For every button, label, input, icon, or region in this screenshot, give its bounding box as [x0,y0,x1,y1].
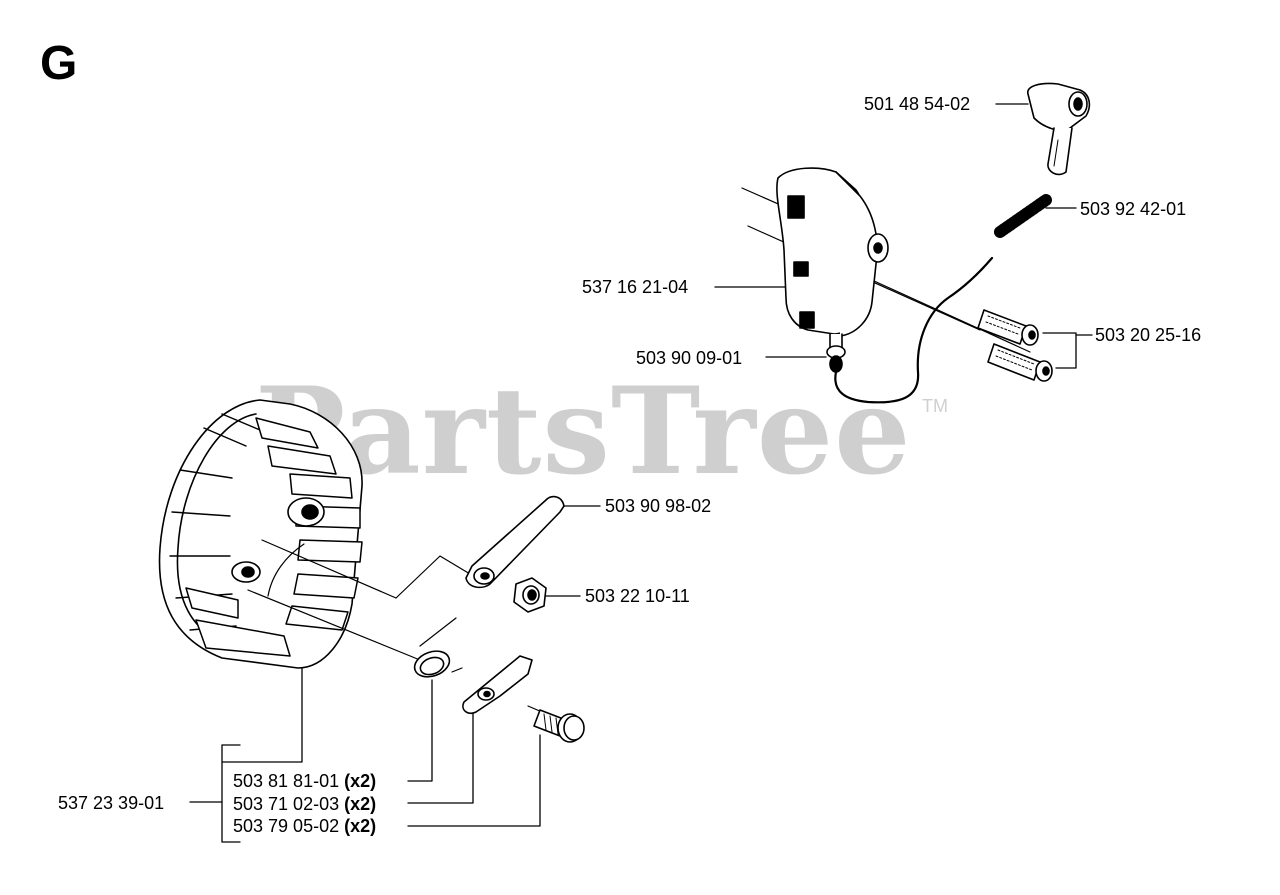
label-stop-arm: 503 90 98-02 [605,496,712,516]
pawl [462,655,533,715]
section-letter: G [40,37,78,90]
label-pawl-spring: 503 81 81-01 (x2) [233,772,376,790]
label-flywheel-assembly: 537 23 39-01 [58,793,165,813]
label-pawl-spring-number: 503 81 81-01 [233,771,340,791]
screw-upper [977,309,1039,346]
leader-pawl-spring [407,679,433,782]
label-screws: 503 20 25-16 [1095,325,1202,345]
pawl-spring [413,617,463,678]
label-boot: 501 48 54-02 [864,94,971,114]
pawl-pin [527,705,585,743]
trademark-mark: TM [922,396,948,416]
leader-screws [1042,332,1077,369]
label-pawl-pin: 503 79 05-02 (x2) [233,817,376,835]
label-pawl-pin-number: 503 79 05-02 [233,816,340,836]
leader-pawl-pin [407,734,541,827]
flywheel [158,399,471,669]
ignition-module [741,167,1031,373]
label-wire-terminal: 503 90 09-01 [636,348,743,368]
coil-spring [994,194,1052,238]
label-ignition-module: 537 16 21-04 [582,277,689,297]
flywheel-fins [185,417,363,657]
label-spring: 503 92 42-01 [1080,199,1187,219]
leader-flywheel [221,664,303,763]
leader-group-bracket [221,744,241,843]
label-pawl: 503 71 02-03 (x2) [233,795,376,813]
leader-lines [189,103,1093,843]
label-pawl-qty: (x2) [344,794,377,814]
spark-plug-boot [1027,82,1091,176]
label-nut: 503 22 10-11 [585,586,690,606]
label-pawl-spring-qty: (x2) [344,771,377,791]
hex-nut [513,577,547,613]
label-pawl-number: 503 71 02-03 [233,794,340,814]
leader-pawl [407,695,474,804]
watermark-text: PartsTree [255,361,912,502]
label-pawl-pin-qty: (x2) [344,816,377,836]
screw-lower [987,343,1053,382]
ignition-wire [834,256,994,404]
stop-arm [465,495,565,589]
module-screws [977,309,1053,382]
